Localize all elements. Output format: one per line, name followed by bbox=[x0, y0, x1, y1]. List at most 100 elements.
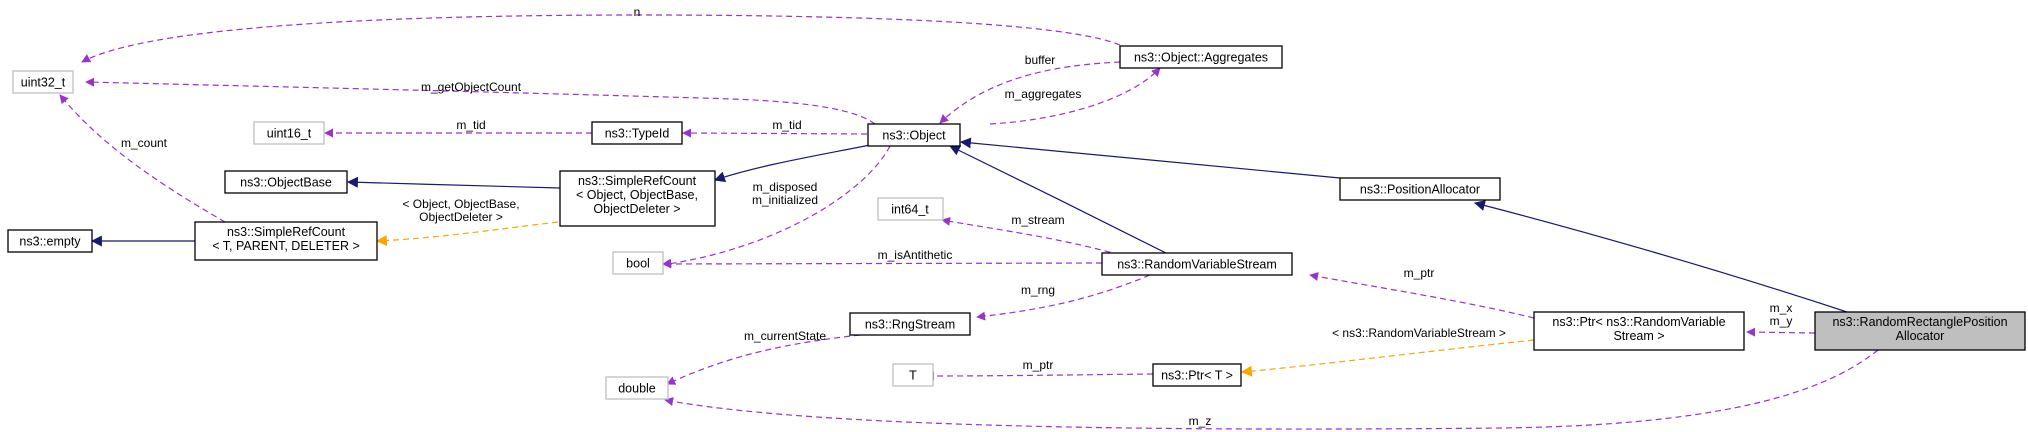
node-label-line-1: ns3::RandomVariableStream bbox=[1117, 258, 1277, 272]
edge-label-line-1: m_ptr bbox=[1404, 266, 1435, 280]
label-m-ptr-T: m_ptr bbox=[1023, 358, 1054, 372]
edge-label-line-1: buffer bbox=[1025, 53, 1055, 67]
label-m-getobjectcount: m_getObjectCount bbox=[421, 80, 522, 94]
edge-label-line-1: m_disposed bbox=[753, 180, 818, 194]
edge-inherit-simplerefcount bbox=[713, 144, 871, 183]
label-n: n bbox=[634, 5, 641, 19]
node-ns3-empty[interactable]: ns3::empty bbox=[7, 229, 93, 253]
node-label-line-1: ns3::ObjectBase bbox=[240, 176, 332, 190]
node-ns3-object[interactable]: ns3::Object bbox=[867, 123, 961, 147]
node-label: ns3::Ptr< T > bbox=[1161, 369, 1233, 383]
node-uint32-t[interactable]: uint32_t bbox=[12, 70, 74, 94]
node-double[interactable]: double bbox=[605, 376, 669, 400]
node-label-line-2: Stream > bbox=[1613, 329, 1664, 343]
node-label-line-1: uint32_t bbox=[21, 76, 66, 90]
edge-label-line-1: m_z bbox=[1189, 414, 1212, 428]
label-buffer: buffer bbox=[1025, 53, 1055, 67]
node-label-line-1: uint16_t bbox=[267, 127, 312, 141]
edge-label-line-1: m_rng bbox=[1021, 283, 1055, 297]
edge-m-aggregates bbox=[989, 67, 1161, 125]
node-simplerefcount-object[interactable]: ns3::SimpleRefCount< Object, ObjectBase,… bbox=[559, 170, 716, 227]
node-label: uint32_t bbox=[21, 76, 66, 90]
node-label-line-1: bool bbox=[626, 257, 650, 271]
node-label: ns3::Object::Aggregates bbox=[1134, 51, 1268, 65]
edge-inherit-rrpa-position bbox=[1473, 200, 1851, 314]
node-ptr-T[interactable]: ns3::Ptr< T > bbox=[1152, 363, 1242, 387]
node-label: ns3::ObjectBase bbox=[240, 176, 332, 190]
node-label: ns3::PositionAllocator bbox=[1360, 183, 1480, 197]
edge-inherit-rvs-object bbox=[949, 145, 1171, 256]
node-label-line-1: ns3::Object bbox=[882, 129, 946, 143]
node-ns3-objectbase[interactable]: ns3::ObjectBase bbox=[224, 170, 348, 194]
node-label: ns3::SimpleRefCount< T, PARENT, DELETER … bbox=[212, 225, 360, 253]
node-simplerefcount-template[interactable]: ns3::SimpleRefCount< T, PARENT, DELETER … bbox=[194, 221, 378, 261]
edge-label-line-2: m_initialized bbox=[752, 193, 818, 207]
node-label: ns3::TypeId bbox=[605, 127, 670, 141]
node-int64-t[interactable]: int64_t bbox=[877, 197, 944, 221]
node-label-line-1: ns3::Ptr< T > bbox=[1161, 369, 1233, 383]
node-object-aggregates[interactable]: ns3::Object::Aggregates bbox=[1119, 45, 1283, 69]
edge-m-currentstate bbox=[666, 334, 861, 385]
node-label: ns3::empty bbox=[19, 235, 81, 249]
node-label-line-1: ns3::Ptr< ns3::RandomVariable bbox=[1552, 315, 1725, 329]
edge-m-x-m-y bbox=[1746, 327, 1816, 337]
edge-template-ptr bbox=[1240, 339, 1535, 377]
label-m-isantithetic: m_isAntithetic bbox=[878, 248, 953, 262]
node-position-allocator[interactable]: ns3::PositionAllocator bbox=[1339, 177, 1501, 201]
edge-label-line-1: < Object, ObjectBase, bbox=[402, 197, 519, 211]
label-template-ptr: < ns3::RandomVariableStream > bbox=[1332, 326, 1506, 340]
label-m-ptr-rvs: m_ptr bbox=[1404, 266, 1435, 280]
edge-label-line-1: m_isAntithetic bbox=[878, 248, 953, 262]
edge-label-line-1: m_count bbox=[121, 136, 168, 150]
label-m-z: m_z bbox=[1189, 414, 1212, 428]
edge-m-isantithetic bbox=[662, 259, 1103, 269]
edge-label-line-1: m_currentState bbox=[744, 329, 826, 343]
label-m-aggregates: m_aggregates bbox=[1005, 87, 1082, 101]
node-random-variable-stream[interactable]: ns3::RandomVariableStream bbox=[1101, 252, 1293, 276]
node-label-line-3: ObjectDeleter > bbox=[593, 202, 680, 216]
node-label-line-1: ns3::Object::Aggregates bbox=[1134, 51, 1268, 65]
label-m-tid-uint16: m_tid bbox=[456, 118, 485, 132]
label-m-tid-typeid: m_tid bbox=[772, 118, 801, 132]
edge-m-tid-typeid bbox=[682, 128, 868, 138]
edge-inherit-position-object bbox=[959, 137, 1341, 179]
node-ns3-typeid[interactable]: ns3::TypeId bbox=[591, 121, 683, 145]
node-label: bool bbox=[626, 257, 650, 271]
node-label-line-1: ns3::empty bbox=[19, 235, 81, 249]
edge-label-line-1: n bbox=[634, 5, 641, 19]
edge-buffer bbox=[939, 61, 1121, 124]
edge-template-simplerefcount bbox=[375, 221, 559, 247]
node-label-line-1: ns3::TypeId bbox=[605, 127, 670, 141]
node-label-line-1: double bbox=[618, 382, 656, 396]
node-label-line-1: int64_t bbox=[891, 203, 929, 217]
label-m-currentstate: m_currentState bbox=[744, 329, 826, 343]
label-m-rng: m_rng bbox=[1021, 283, 1055, 297]
label-m-stream: m_stream bbox=[1011, 213, 1064, 227]
node-label-line-1: ns3::PositionAllocator bbox=[1360, 183, 1480, 197]
node-label-line-2: < T, PARENT, DELETER > bbox=[212, 239, 360, 253]
node-uint16-t[interactable]: uint16_t bbox=[253, 121, 325, 145]
edge-label-line-1: m_aggregates bbox=[1005, 87, 1082, 101]
edge-m-ptr-rvs bbox=[1309, 272, 1535, 319]
node-label: int64_t bbox=[891, 203, 929, 217]
node-T[interactable]: T bbox=[892, 363, 934, 387]
node-label: T bbox=[909, 369, 917, 383]
node-label: ns3::SimpleRefCount< Object, ObjectBase,… bbox=[576, 174, 698, 216]
edge-label-line-1: < ns3::RandomVariableStream > bbox=[1332, 326, 1506, 340]
edge-m-stream bbox=[941, 216, 1121, 256]
edge-label-line-1: m_ptr bbox=[1023, 358, 1054, 372]
edge-m-z bbox=[664, 349, 1879, 430]
node-bool[interactable]: bool bbox=[612, 251, 664, 275]
edge-m-getobjectcount bbox=[85, 77, 876, 125]
edge-label-line-2: m_y bbox=[1770, 314, 1793, 328]
node-label-line-1: ns3::RngStream bbox=[865, 318, 955, 332]
node-rng-stream[interactable]: ns3::RngStream bbox=[849, 312, 971, 336]
edge-label-line-1: m_tid bbox=[772, 118, 801, 132]
